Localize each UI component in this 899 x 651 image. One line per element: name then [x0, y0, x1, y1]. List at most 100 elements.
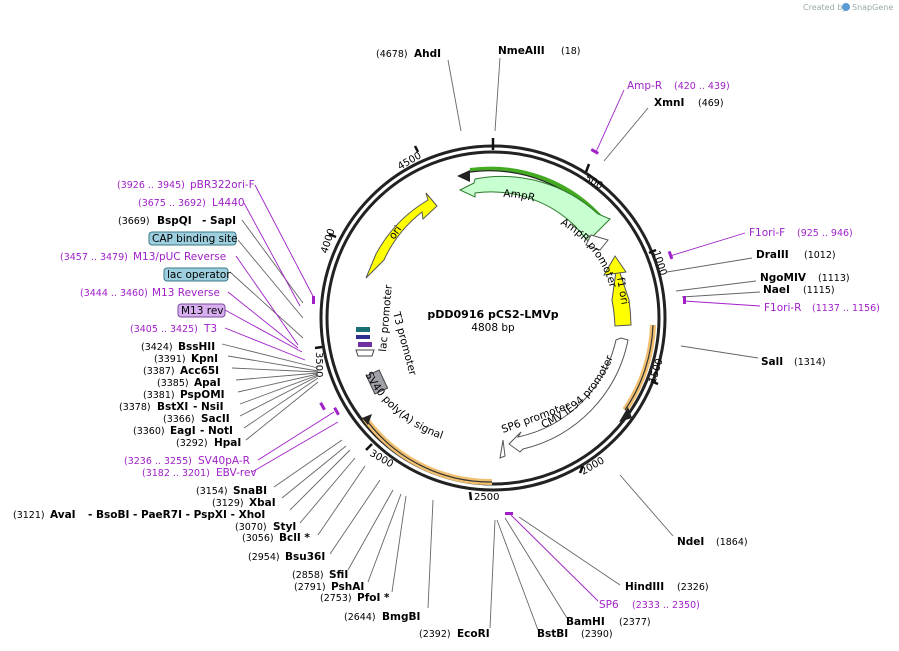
primer-label[interactable]: F1ori-R [764, 302, 801, 314]
primer-label[interactable]: L4440 [212, 197, 245, 209]
site-coord: (3292) [176, 438, 208, 449]
site-coord: (18) [561, 46, 581, 57]
primer-label[interactable]: M13/pUC Reverse [133, 251, 226, 263]
site-label[interactable]: NaeI [763, 284, 790, 296]
site-coord: (3381) [143, 390, 175, 401]
site-coord: (2753) [320, 593, 352, 604]
m13-rev-label: M13 rev [181, 305, 224, 317]
site-label[interactable]: Bsu36I [285, 551, 325, 563]
site-coord: (3391) [154, 354, 186, 365]
site-label[interactable]: BmgBI [382, 611, 420, 623]
site-coord: (3070) [235, 522, 267, 533]
site-coord: (3366) [163, 414, 195, 425]
site-coord: (3385) [157, 378, 189, 389]
site-label[interactable]: Acc65I [180, 365, 219, 377]
primer-range: (3182 .. 3201) [142, 468, 210, 479]
site-label-group[interactable]: - NotI [200, 425, 233, 437]
site-label[interactable]: PshAI [331, 581, 364, 593]
m13-rev-box[interactable] [177, 303, 226, 318]
site-label[interactable]: BspQI [157, 215, 192, 227]
cmv-strand-arrow [619, 407, 632, 422]
lac-operator-mark [356, 335, 370, 339]
site-label[interactable]: AvaI [50, 509, 76, 521]
site-label[interactable]: SfiI [329, 569, 348, 581]
site-coord: (3056) [242, 533, 274, 544]
site-label[interactable]: KpnI [191, 353, 218, 365]
site-coord: (3669) [118, 216, 150, 227]
primer-range: (3457 .. 3479) [60, 252, 128, 263]
site-label[interactable]: BamHI [566, 616, 605, 628]
site-label[interactable]: PspOMI [180, 389, 225, 401]
site-label[interactable]: HindIII [625, 581, 664, 593]
site-label-group[interactable]: - SapI [202, 215, 236, 227]
lac-operator-label: lac operator [167, 269, 231, 281]
site-label[interactable]: EcoRI [457, 628, 490, 640]
primer-leaders [224, 89, 761, 602]
site-coord: (3387) [143, 366, 175, 377]
site-label[interactable]: NdeI [677, 536, 704, 548]
site-label[interactable]: HpaI [214, 437, 241, 449]
site-label[interactable]: BssHII [178, 341, 215, 353]
tick-marks [314, 138, 659, 501]
site-label[interactable]: BstXI [157, 401, 188, 413]
site-coord: (1012) [804, 250, 836, 261]
cmv-outline-arc [624, 324, 654, 411]
cap-binding-site-box[interactable] [148, 231, 237, 246]
sv40-strand-arrow [362, 414, 372, 425]
primer-range: (420 .. 439) [674, 81, 730, 92]
site-coord: (3378) [119, 402, 151, 413]
site-label[interactable]: ApaI [194, 377, 221, 389]
site-coord: (4678) [376, 49, 408, 60]
primer-range: (2333 .. 2350) [632, 600, 700, 611]
site-label[interactable]: EagI [170, 425, 196, 437]
primer-label[interactable]: pBR322ori-F [190, 179, 255, 191]
ampr-feature-arrow[interactable] [458, 175, 611, 242]
site-label[interactable]: AhdI [414, 48, 441, 60]
site-leaders [221, 57, 761, 631]
primer-label[interactable]: T3 [203, 323, 217, 335]
primer-label[interactable]: EBV-rev [216, 467, 257, 479]
site-label-group[interactable]: - BsoBI - PaeR7I - PspXI - XhoI [88, 509, 265, 521]
ampr-strand-arrow [457, 170, 470, 182]
primer-range: (3444 .. 3460) [80, 288, 148, 299]
site-coord: (3360) [133, 426, 165, 437]
lac-operator-box[interactable] [163, 267, 229, 282]
site-label[interactable]: SnaBI [233, 485, 267, 497]
sv40-polya-feature[interactable] [365, 369, 389, 395]
site-coord: (2392) [419, 629, 451, 640]
feature-label-f1-ori: f1 ori [614, 276, 631, 305]
primer-range: (1137 .. 1156) [812, 303, 880, 314]
f1-ori-shape[interactable] [611, 263, 632, 327]
ori-feature-arrow[interactable] [365, 192, 438, 279]
plasmid-length: 4808 bp [471, 322, 515, 334]
primer-range: (925 .. 946) [797, 228, 853, 239]
site-label[interactable]: BclI * [279, 532, 310, 544]
site-label[interactable]: NgoMIV [760, 272, 807, 284]
site-label[interactable]: DraIII [756, 249, 789, 261]
primer-label[interactable]: M13 Reverse [152, 287, 220, 299]
primer-label[interactable]: SV40pA-R [198, 455, 250, 467]
primer-label[interactable]: F1ori-F [749, 227, 785, 239]
tick-label: 500 [583, 173, 605, 192]
site-label[interactable]: NmeAIII [498, 45, 545, 57]
sp6-feature-arrow[interactable] [499, 439, 506, 459]
primer-range: (3926 .. 3945) [117, 180, 185, 191]
site-coord: (469) [698, 98, 724, 109]
primer-range: (3405 .. 3425) [130, 324, 198, 335]
primer-label[interactable]: Amp-R [627, 80, 662, 92]
site-label[interactable]: PfoI * [357, 592, 390, 604]
site-label[interactable]: BstBI [537, 628, 568, 640]
primer-marks [312, 148, 686, 515]
ampr-promoter-feature[interactable] [585, 234, 609, 251]
site-label-group[interactable]: - NsiI [193, 401, 224, 413]
site-label[interactable]: SacII [201, 413, 230, 425]
site-label[interactable]: StyI [273, 521, 296, 533]
cmv-feature-arrow[interactable] [508, 337, 629, 453]
site-label[interactable]: XbaI [249, 497, 276, 509]
site-label[interactable]: SalI [761, 356, 783, 368]
cap-site-mark [356, 327, 370, 332]
primer-label[interactable]: SP6 [599, 599, 619, 611]
site-label[interactable]: XmnI [654, 97, 684, 109]
